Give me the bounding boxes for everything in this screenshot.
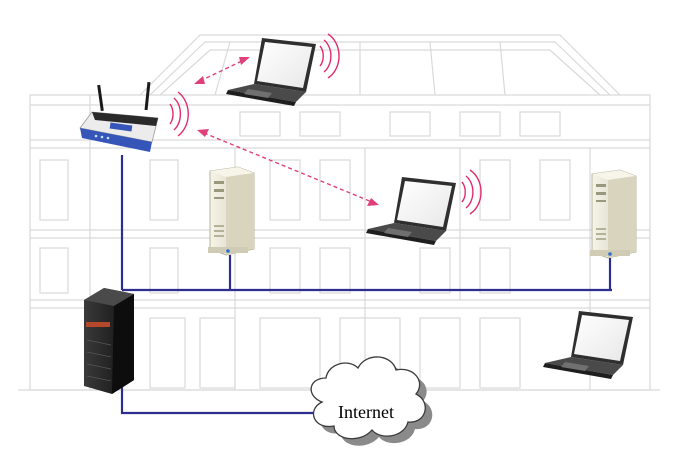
cloud-icon: Internet	[310, 356, 433, 446]
wireless-router-icon	[79, 81, 159, 152]
desktop-tower-icon	[590, 169, 637, 259]
internet-label: Internet	[338, 402, 394, 422]
server-to-internet-link	[120, 385, 318, 415]
wireless-link-laptop-mid	[203, 132, 373, 203]
laptop-icon	[366, 177, 456, 245]
building-sketch	[18, 34, 660, 391]
desktop-tower-icon	[208, 166, 255, 256]
laptop-icon	[226, 38, 316, 106]
server-rack-icon	[84, 288, 134, 394]
wireless-links	[194, 57, 379, 206]
wired-links	[120, 155, 612, 415]
wireless-link-laptop-top	[199, 59, 245, 82]
laptop-icon	[543, 311, 633, 379]
wifi-signal-icon	[169, 33, 482, 215]
